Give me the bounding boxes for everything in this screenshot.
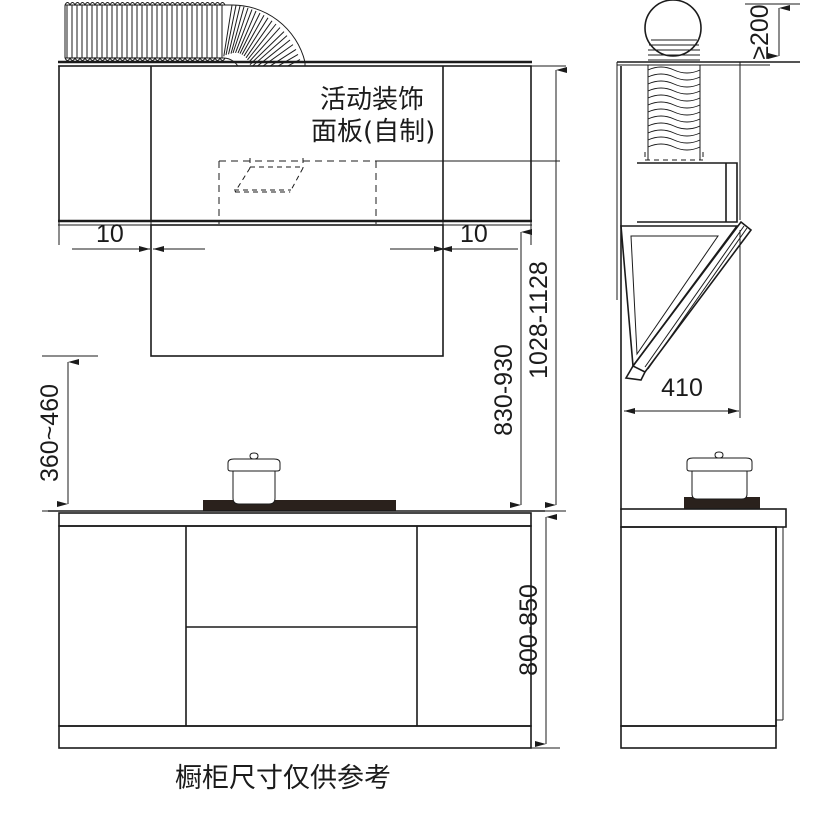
dimension-layer: 10 10 830-930 1028-1128 360~460	[36, 3, 800, 749]
dim-hood-to-cooktop: 830-930	[490, 229, 532, 508]
dim-ceiling-to-cooktop: 1028-1128	[525, 65, 567, 512]
dim-cabinet-to-hood-text: 360~460	[36, 384, 64, 482]
upper-cabinet	[58, 65, 532, 226]
cooktop-surface	[203, 500, 396, 511]
dim-side-depth-text: 410	[661, 374, 703, 402]
dim-gap-left-text: 10	[96, 220, 124, 248]
cooktop-and-pot	[203, 452, 396, 511]
dim-gap-right-text: 10	[460, 220, 488, 248]
dim-gap-right: 10	[390, 220, 532, 258]
hood-front-body	[150, 224, 444, 357]
base-cabinet	[58, 512, 532, 749]
side-cooktop-and-pot	[684, 451, 760, 509]
dim-duct-clearance-text: ≥200	[746, 4, 774, 59]
decor-panel-line1: 活动装饰	[320, 85, 424, 115]
front-view	[48, 2, 560, 749]
side-hood-chimney	[637, 162, 738, 223]
dim-gap-left: 10	[58, 220, 205, 258]
side-cooktop-surface	[684, 497, 760, 509]
hood-body-hidden-outline	[218, 158, 560, 224]
side-pot	[686, 451, 753, 500]
dim-ceiling-to-cooktop-text: 1028-1128	[525, 261, 553, 379]
side-view	[616, 0, 800, 749]
dim-hood-to-cooktop-text: 830-930	[490, 344, 518, 436]
dim-cabinet-to-hood: 360~460	[36, 355, 98, 512]
flexible-duct-horizontal	[64, 2, 230, 61]
side-hood-angled-panel	[620, 220, 753, 381]
side-duct-vertical	[644, 65, 704, 161]
decor-panel-line2: 面板(自制)	[311, 117, 435, 147]
dim-counter-height-text: 800-850	[515, 584, 543, 676]
duct-outlet-circle	[644, 0, 702, 57]
side-base-cabinet	[620, 508, 787, 749]
decor-panel-annotation: 活动装饰 面板(自制)	[311, 85, 435, 147]
dim-duct-clearance: ≥200	[745, 3, 800, 63]
dim-counter-height: 800-850	[515, 510, 560, 749]
dim-side-depth: 410	[624, 230, 741, 418]
pot	[227, 452, 281, 505]
drawing-caption: 橱柜尺寸仅供参考	[175, 763, 391, 794]
duct-above-ceiling	[648, 39, 700, 61]
